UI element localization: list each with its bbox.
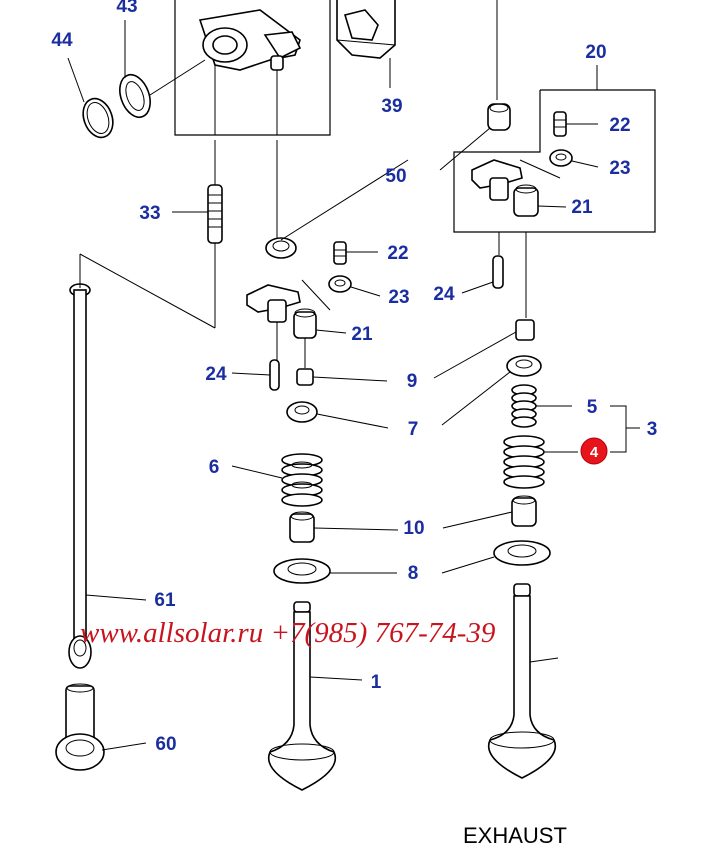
valve-guide-seal-part-10-right	[511, 495, 537, 527]
screw-part-22-right	[553, 111, 567, 137]
callout-4-badge	[580, 437, 608, 465]
spring-set-bracket-3	[610, 405, 640, 453]
valve-spring-part-6	[281, 453, 323, 507]
callout-6: 6	[209, 457, 220, 478]
callout-23-right: 23	[609, 158, 630, 179]
screw-part-22-left	[333, 241, 347, 265]
rocker-support-part-39	[336, 0, 396, 59]
cotter-part-9-center	[296, 368, 314, 386]
callout-21-right: 21	[571, 197, 593, 218]
callout-20: 20	[585, 42, 606, 63]
callout-5: 5	[587, 397, 598, 418]
exhaust-valve	[487, 583, 557, 779]
valve-bridge-part-21-right	[471, 159, 539, 217]
callout-22-right: 22	[609, 115, 630, 136]
push-rod-part-61	[68, 283, 92, 669]
callout-33: 33	[139, 203, 160, 224]
callout-44: 44	[51, 30, 73, 51]
adjusting-screw-part-33	[207, 184, 223, 244]
rocker-arm-part	[198, 9, 302, 71]
callout-9: 9	[407, 371, 418, 392]
callout-labels: 43 44 39 20 22 23 50 21 33 22 23 24 21 2…	[51, 0, 657, 755]
spring-seat-part-8-right	[493, 540, 551, 566]
spring-retainer-right	[506, 355, 542, 377]
tappet-part-60	[55, 683, 105, 771]
valve-bridge-part-21-center	[246, 284, 317, 339]
pin-part-24-left	[269, 359, 280, 391]
exhaust-caption: EXHAUST	[463, 823, 567, 847]
callout-4-highlight: 4	[580, 437, 608, 465]
watermark-text: www.allsolar.ru +7(985) 767-74-39	[80, 617, 496, 649]
callout-61: 61	[154, 590, 176, 611]
bridge-assembly-frame-20	[453, 89, 656, 233]
pin-part-24-right	[492, 255, 504, 289]
spring-seat-part-8-center	[273, 558, 331, 584]
callout-10: 10	[403, 518, 424, 539]
callout-8: 8	[408, 563, 419, 584]
nut-part-23-right	[549, 149, 573, 167]
valve-part-1	[267, 601, 337, 791]
callout-1: 1	[371, 672, 382, 693]
cotter-part-9-right	[515, 319, 535, 341]
washer-part-43	[119, 73, 151, 119]
callout-3: 3	[647, 419, 658, 440]
callout-39: 39	[381, 96, 402, 117]
callout-21-center: 21	[351, 324, 373, 345]
spring-retainer-part-7	[286, 401, 318, 423]
callout-7: 7	[408, 419, 419, 440]
valve-cap-part-50-center	[265, 237, 297, 259]
inner-spring-part-5	[511, 384, 537, 428]
callout-50: 50	[385, 166, 406, 187]
outer-spring-part-4	[503, 435, 545, 489]
valve-guide-seal-part-10-center	[289, 511, 315, 543]
callout-4: 4	[590, 444, 599, 461]
valve-cap-part-50-right	[487, 103, 511, 131]
callout-24-left: 24	[205, 364, 227, 385]
callout-24-right: 24	[433, 284, 455, 305]
callout-23-left: 23	[388, 287, 409, 308]
callout-60: 60	[155, 734, 176, 755]
callout-22-left: 22	[387, 243, 408, 264]
snap-ring-part-44	[82, 97, 114, 139]
callout-43: 43	[116, 0, 137, 17]
rocker-arm-frame	[174, 0, 331, 136]
nut-part-23-left	[328, 275, 352, 293]
